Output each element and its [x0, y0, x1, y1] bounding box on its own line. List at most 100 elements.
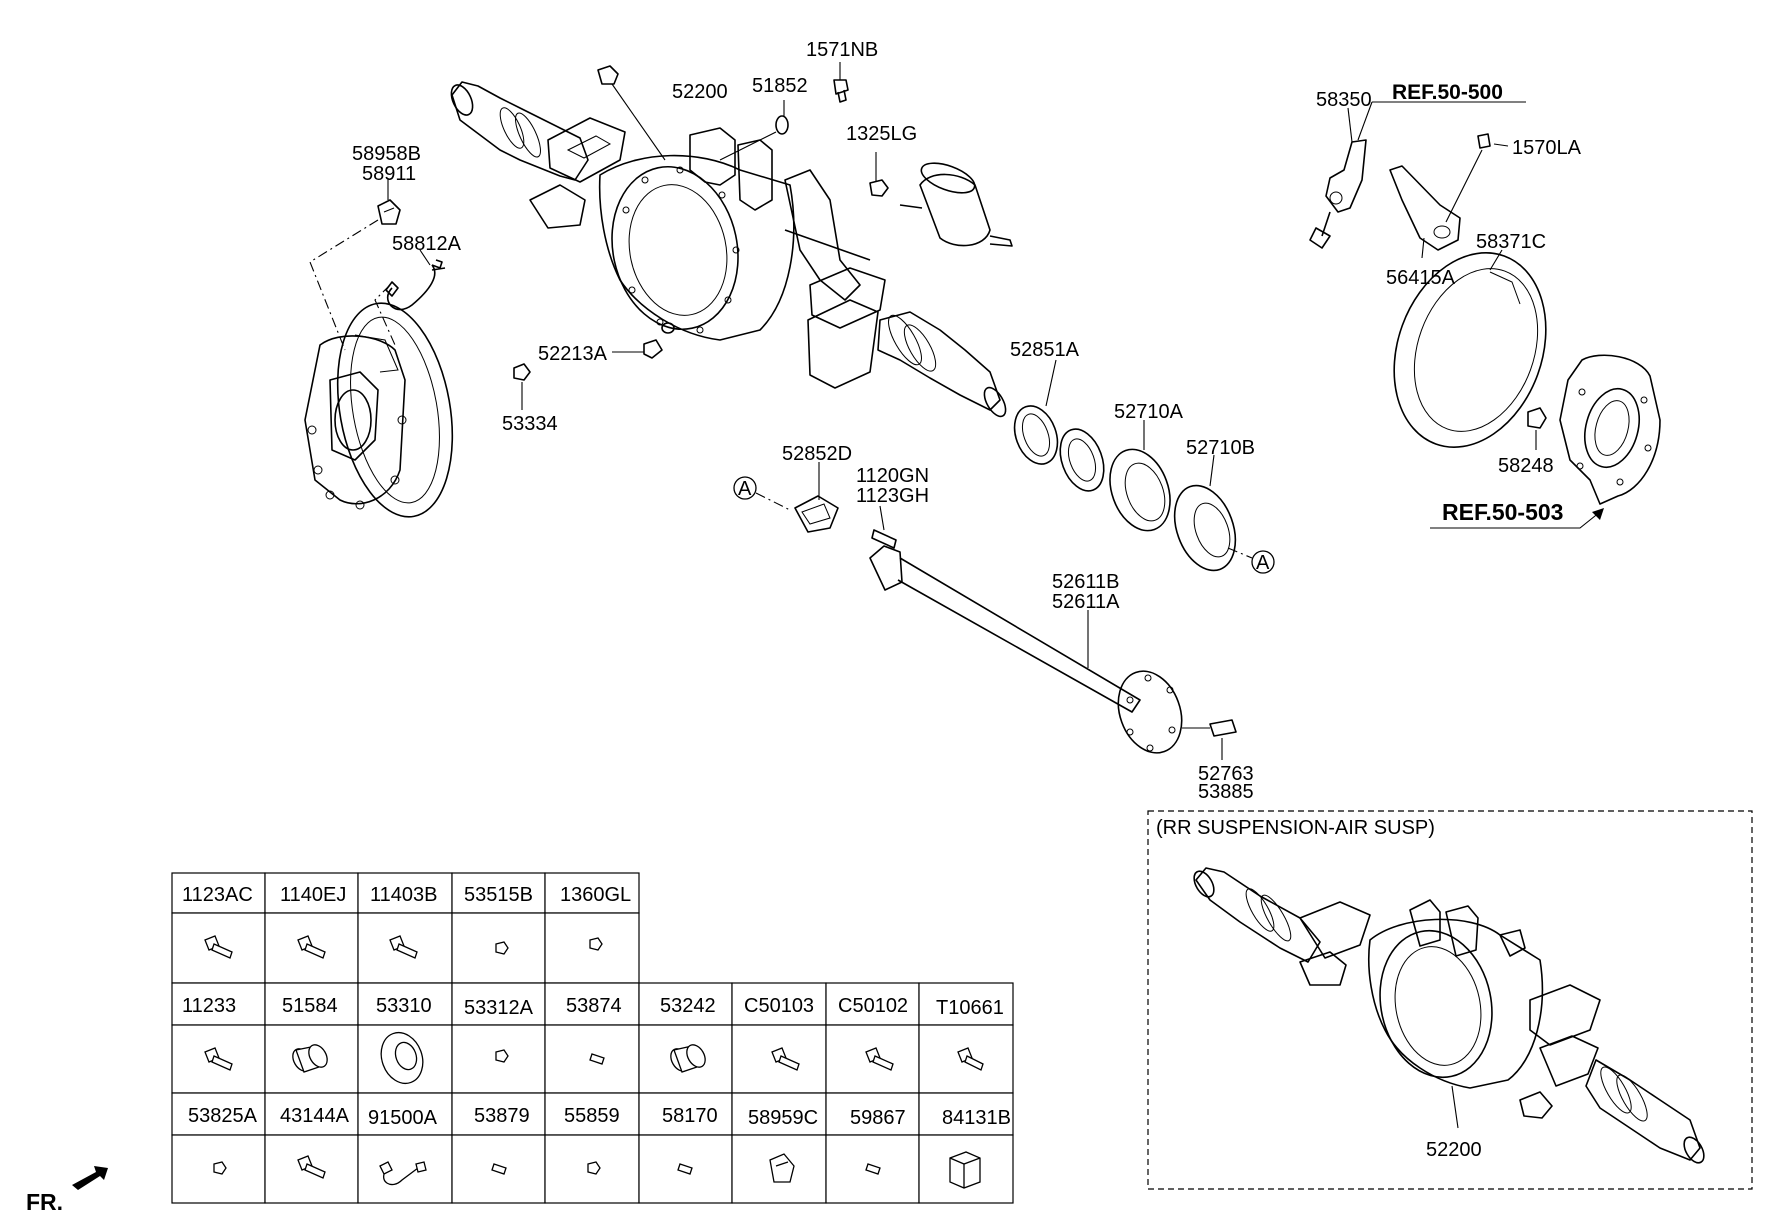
part-code: 84131B [942, 1107, 1011, 1129]
part-code: 1123AC [182, 884, 253, 906]
part-code: 53825A [188, 1105, 258, 1127]
svg-text:A: A [1256, 552, 1270, 574]
callout-53885: 53885 [1198, 781, 1254, 803]
bolt-icon [389, 935, 418, 959]
inset-title: (RR SUSPENSION-AIR SUSP) [1156, 817, 1435, 839]
nut-icon [589, 937, 603, 951]
parts-table-row-2: 11233 51584 53310 53312A 53874 53242 C50… [171, 982, 1014, 1094]
part-code: 91500A [368, 1107, 438, 1129]
ref-50-500[interactable]: REF.50-500 [1392, 81, 1503, 104]
callout-51852: 51852 [752, 75, 808, 97]
part-code: 59867 [850, 1107, 906, 1129]
callout-1123GH: 1123GH [856, 485, 929, 507]
bolt-1571NB [833, 62, 849, 103]
front-arrow-icon [72, 1166, 108, 1190]
pin-icon [491, 1163, 507, 1175]
breather-assembly [869, 152, 1013, 247]
bearing-52710B [1173, 454, 1237, 572]
bearing-inner [1059, 428, 1105, 492]
part-code: 53879 [474, 1105, 530, 1127]
callout-52200-inset: 52200 [1426, 1139, 1482, 1161]
bolt-icon [771, 1047, 800, 1071]
nut-icon [213, 1161, 227, 1175]
callout-52611A: 52611A [1052, 591, 1120, 613]
front-indicator: FR. [26, 1166, 108, 1211]
part-code: T10661 [936, 997, 1004, 1019]
ref-50-503-pointer [1430, 508, 1604, 529]
part-code: 58170 [662, 1105, 718, 1127]
part-code: 53515B [464, 884, 533, 906]
brake-spider [1559, 354, 1661, 505]
nut-icon [495, 941, 509, 955]
bolt-1570LA [1445, 133, 1509, 223]
callout-52611B: 52611B [1052, 571, 1119, 593]
callout-58911: 58911 [362, 163, 416, 185]
inset-frame [1147, 810, 1753, 1190]
bolt-icon [297, 935, 326, 959]
part-code: 43144A [280, 1105, 350, 1127]
part-code: 1360GL [560, 884, 631, 906]
bolt-icon [865, 1047, 894, 1071]
callout-52710A: 52710A [1114, 401, 1184, 423]
svg-text:A: A [738, 478, 752, 500]
parts-table: 1123AC 1140EJ 11403B 53515B 1360GL [171, 872, 1014, 1204]
bracket-56415A [1389, 165, 1461, 259]
hose-58812A [385, 249, 446, 311]
bolt-1120GN [871, 505, 897, 549]
bearing-icon [380, 1031, 424, 1085]
part-code: 11403B [370, 884, 437, 906]
seal-52851A [1013, 359, 1059, 465]
callout-labels: 1571NB 51852 52200 1325LG 58958B 58911 5… [352, 39, 1582, 1161]
callout-58371C: 58371C [1476, 231, 1546, 253]
callout-52200-top: 52200 [672, 81, 728, 103]
part-code: 1140EJ [280, 884, 346, 906]
washer-51852 [719, 100, 789, 161]
part-code: 53242 [660, 995, 716, 1017]
bearing-52710A [1109, 420, 1171, 532]
callout-1571NB: 1571NB [806, 39, 878, 61]
bushing-icon [292, 1044, 328, 1073]
fitting-icon [769, 1153, 795, 1183]
axle-shaft-52611 [794, 495, 1183, 754]
parts-table-row-1: 1123AC 1140EJ 11403B 53515B 1360GL [171, 872, 640, 984]
ref-50-503[interactable]: REF.50-503 [1442, 499, 1563, 525]
differential-carrier [304, 302, 454, 518]
fitting-58958B [377, 178, 401, 225]
plug-52213A [612, 322, 675, 359]
dust-shield-58371C [1393, 249, 1547, 448]
marker-a-right: A [1227, 547, 1275, 574]
callout-52710B: 52710B [1186, 437, 1255, 459]
callout-1325LG: 1325LG [846, 123, 917, 145]
pin-icon [677, 1163, 693, 1175]
part-code: 11233 [182, 995, 236, 1017]
part-code: 58959C [748, 1107, 818, 1129]
top-nut [597, 65, 666, 161]
callout-58248: 58248 [1498, 455, 1554, 477]
callout-52763: 52763 [1198, 763, 1254, 785]
slack-adjuster-58350 [1309, 101, 1526, 249]
part-code: C50102 [838, 995, 908, 1017]
bushing-icon [670, 1044, 706, 1073]
callout-58812A: 58812A [392, 233, 462, 255]
bolt-icon [204, 1047, 233, 1071]
front-label: FR. [26, 1189, 63, 1211]
part-code: 53312A [464, 997, 534, 1019]
part-code: 53310 [376, 995, 432, 1017]
callout-58958B: 58958B [352, 143, 421, 165]
callout-53334: 53334 [502, 413, 558, 435]
nut-icon [495, 1049, 509, 1063]
nut-icon [587, 1161, 601, 1175]
stud-52763 [1182, 719, 1237, 760]
part-code: C50103 [744, 995, 814, 1017]
callout-52851A: 52851A [1010, 339, 1080, 361]
callout-1570LA: 1570LA [1512, 137, 1582, 159]
pin-icon [865, 1163, 881, 1175]
callout-52852D: 52852D [782, 443, 852, 465]
callout-1120GN: 1120GN [856, 465, 929, 487]
axle-housing-52200 [450, 81, 1007, 418]
pin-icon [589, 1053, 605, 1065]
block-icon [949, 1151, 981, 1189]
nut-58248 [1527, 407, 1547, 450]
part-code: 55859 [564, 1105, 620, 1127]
